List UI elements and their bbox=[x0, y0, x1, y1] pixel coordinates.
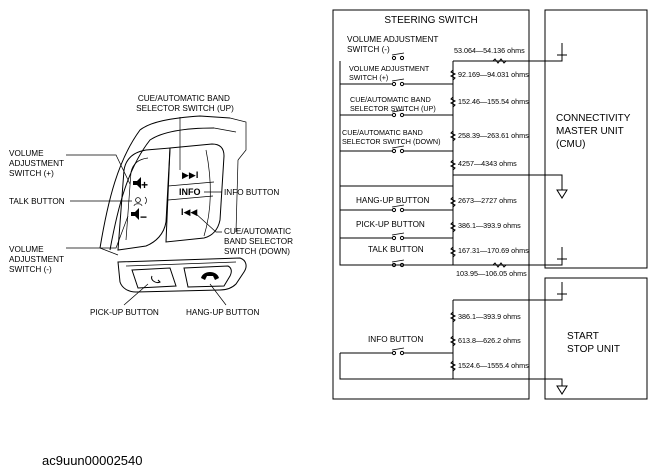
resistor-value: 386.1—393.9 ohms bbox=[458, 312, 521, 321]
resistor-value: 613.8—626.2 ohms bbox=[458, 336, 521, 345]
volume-up-label: VOLUME ADJUSTMENT SWITCH (+) bbox=[9, 149, 66, 178]
prev-track-glyph: I◀◀ bbox=[181, 207, 197, 217]
resistor-value: 2673—2727 ohms bbox=[458, 196, 517, 205]
resistor-value: 167.31—170.69 ohms bbox=[458, 246, 529, 255]
switch-label-hangup: HANG-UP BUTTON bbox=[356, 196, 429, 205]
pickup-button-label: PICK-UP BUTTON bbox=[90, 308, 159, 317]
switch-label-talk: TALK BUTTON bbox=[368, 245, 424, 254]
volume-minus-glyph: − bbox=[140, 210, 147, 224]
hangup-button-label: HANG-UP BUTTON bbox=[186, 308, 259, 317]
switch-label-info: INFO BUTTON bbox=[368, 335, 423, 344]
switch-label-cue-down: CUE/AUTOMATIC BAND SELECTOR SWITCH (DOWN… bbox=[342, 128, 441, 146]
switch-contacts bbox=[391, 52, 405, 356]
resistor-value: 258.39—263.61 ohms bbox=[458, 131, 529, 140]
resistance-values: 53.064—54.136 ohms 92.169—94.031 ohms 15… bbox=[454, 46, 529, 370]
switch-rows-upper bbox=[340, 83, 453, 239]
switch-label-cue-up: CUE/AUTOMATIC BAND SELECTOR SWITCH (UP) bbox=[350, 95, 436, 113]
figure-code: ac9uun00002540 bbox=[42, 453, 143, 468]
next-track-glyph: ▶▶I bbox=[182, 170, 198, 180]
volume-plus-glyph: + bbox=[141, 178, 148, 192]
steering-switch-title: STEERING SWITCH bbox=[384, 15, 477, 26]
talk-button-label: TALK BUTTON bbox=[9, 197, 65, 206]
resistor-value: 386.1—393.9 ohms bbox=[458, 221, 521, 230]
cmu-label: CONNECTIVITY MASTER UNIT (CMU) bbox=[556, 113, 633, 150]
cue-up-label: CUE/AUTOMATIC BAND SELECTOR SWITCH (UP) bbox=[136, 94, 234, 113]
info-glyph: INFO bbox=[179, 187, 201, 197]
info-button-label: INFO BUTTON bbox=[224, 188, 279, 197]
talk-icon bbox=[133, 196, 147, 207]
resistor-value: 53.064—54.136 ohms bbox=[454, 46, 525, 55]
volume-down-label: VOLUME ADJUSTMENT SWITCH (-) bbox=[9, 245, 66, 274]
resistor-value: 1524.6—1555.4 ohms bbox=[458, 361, 529, 370]
cue-down-label: CUE/AUTOMATIC BAND SELECTOR SWITCH (DOWN… bbox=[224, 227, 295, 256]
resistor-symbols-upper bbox=[449, 69, 457, 258]
switch-label-vol-down: VOLUME ADJUSTMENT SWITCH (-) bbox=[347, 35, 441, 54]
resistor-value: 4257—4343 ohms bbox=[458, 159, 517, 168]
switch-label-pickup: PICK-UP BUTTON bbox=[356, 220, 425, 229]
resistor-value: 152.46—155.54 ohms bbox=[458, 97, 529, 106]
steering-switch-illustration: + − ▶▶I INFO I◀◀ VOLUME ADJUSTMENT SWITC… bbox=[9, 94, 295, 317]
resistor-value: 103.95—106.05 ohms bbox=[456, 269, 527, 278]
steering-switch-schematic: STEERING SWITCH CONNECTIVITY MASTER UNIT… bbox=[332, 9, 648, 400]
resistor-value: 92.169—94.031 ohms bbox=[458, 70, 529, 79]
start-stop-box bbox=[544, 277, 648, 400]
cmu-box bbox=[544, 9, 648, 269]
steering-switch-box bbox=[332, 9, 530, 400]
switch-label-vol-up: VOLUME ADJUSTMENT SWITCH (+) bbox=[349, 64, 431, 82]
start-stop-label: START STOP UNIT bbox=[567, 331, 620, 355]
